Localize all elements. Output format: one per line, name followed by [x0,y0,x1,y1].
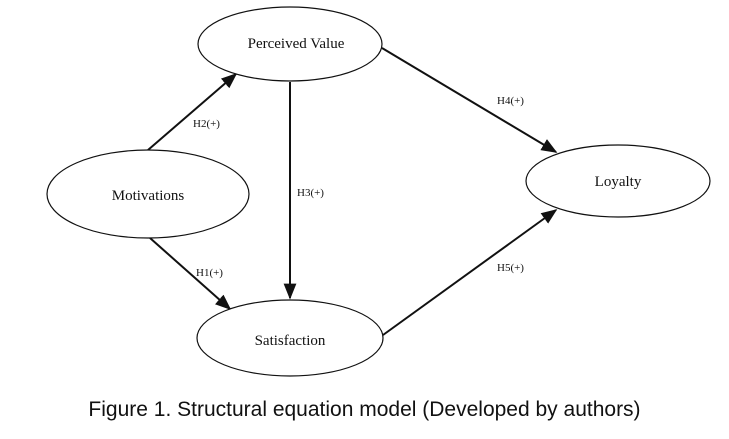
edge-label-h4: H4(+) [497,95,524,107]
node-motivations: Motivations [46,149,250,239]
node-label-perceived-value: Perceived Value [248,36,345,52]
node-label-loyalty: Loyalty [595,174,642,190]
structural-equation-model-diagram: Perceived Value Motivations Loyalty Sati… [46,6,711,377]
edge-h2-motivations-to-perceived-value [147,72,238,151]
node-label-satisfaction: Satisfaction [255,333,326,349]
edge-h1-motivations-to-satisfaction [149,237,232,311]
edge-label-h2: H2(+) [193,118,220,130]
figure-caption: Figure 1. Structural equation model (Dev… [88,398,641,421]
node-perceived-value: Perceived Value [197,6,383,82]
edge-label-h1: H1(+) [196,267,223,279]
edge-h4-perceived-value-to-loyalty [381,47,558,153]
edge-label-h3: H3(+) [297,187,324,199]
edge-h5-satisfaction-to-loyalty [382,209,558,336]
node-satisfaction: Satisfaction [196,299,384,377]
node-loyalty: Loyalty [525,144,711,218]
edge-label-h5: H5(+) [497,262,524,274]
node-label-motivations: Motivations [112,188,185,204]
